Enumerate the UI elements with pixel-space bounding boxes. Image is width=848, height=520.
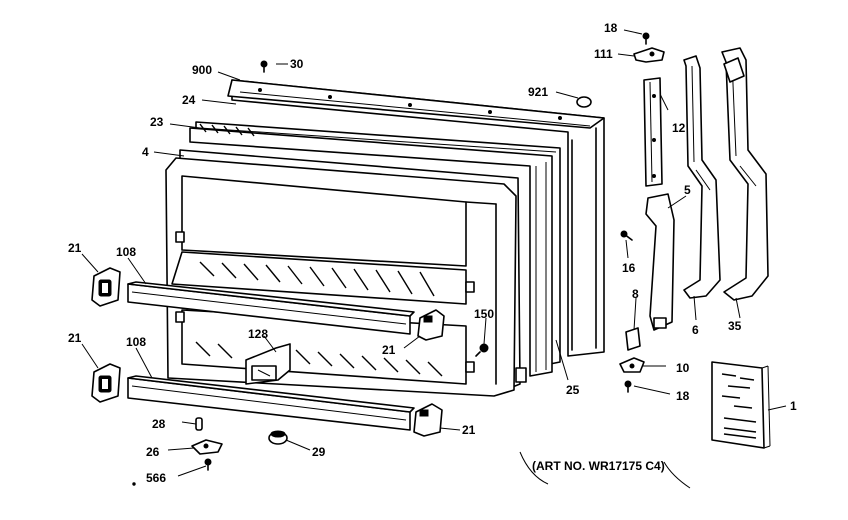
label-18-bottom: 18 [676, 389, 690, 403]
screw-30 [260, 60, 268, 73]
label-566: 566 [146, 471, 166, 485]
leader-lines [81, 29, 787, 489]
label-6: 6 [692, 323, 699, 337]
label-21-center: 21 [382, 343, 396, 357]
strip-12 [643, 77, 663, 187]
label-35: 35 [728, 319, 742, 333]
label-108-upper: 108 [116, 245, 136, 259]
part-labels: 900 30 24 23 4 921 18 111 12 5 16 8 6 35… [68, 21, 797, 485]
bracket-111 [633, 47, 665, 63]
label-28: 28 [152, 417, 166, 431]
bracket-10 [619, 357, 645, 373]
label-18-top: 18 [604, 21, 618, 35]
label-23: 23 [150, 115, 164, 129]
label-10: 10 [676, 361, 690, 375]
shelf-bar-upper [127, 281, 415, 335]
bracket-8 [625, 327, 641, 351]
booklet-1 [711, 361, 771, 449]
end-cap-21c [417, 309, 445, 341]
label-108-lower: 108 [126, 335, 146, 349]
label-30: 30 [290, 57, 304, 71]
label-29: 29 [312, 445, 326, 459]
stray-dot [132, 482, 136, 486]
hinge-5 [645, 193, 675, 331]
label-4: 4 [142, 145, 149, 159]
screw-18-top [642, 32, 650, 45]
label-150: 150 [474, 307, 494, 321]
bracket-26 [191, 439, 223, 455]
shelf-ribs-upper [199, 261, 435, 297]
label-1: 1 [790, 399, 797, 413]
gasket-hatching [199, 123, 255, 137]
label-25: 25 [566, 383, 580, 397]
plug-29 [268, 430, 288, 445]
shelf-bar-lower [127, 375, 415, 431]
shelf-ribs-lower [195, 341, 443, 377]
handle-35 [721, 47, 769, 301]
inner-door-liner [165, 149, 527, 397]
end-cap-21d [413, 403, 443, 437]
booklet-text-lines [721, 373, 757, 439]
label-111: 111 [594, 47, 613, 61]
label-128: 128 [248, 327, 268, 341]
end-cap-21a [91, 267, 121, 307]
end-cap-21b [91, 363, 121, 403]
label-12: 12 [672, 121, 686, 135]
label-26: 26 [146, 445, 160, 459]
label-21-lower-left: 21 [68, 331, 82, 345]
label-5: 5 [684, 183, 691, 197]
screw-18-bottom [624, 380, 632, 393]
label-16: 16 [622, 261, 636, 275]
label-24: 24 [182, 93, 196, 107]
handle-6 [683, 55, 721, 299]
screw-921 [576, 96, 592, 108]
label-921: 921 [528, 85, 548, 99]
screw-16 [620, 230, 633, 241]
label-900: 900 [192, 63, 212, 77]
label-21-upper-left: 21 [68, 241, 82, 255]
door-gasket-frames [189, 121, 561, 377]
pin-28 [195, 417, 203, 431]
screw-566 [204, 458, 212, 471]
dairy-holder-128 [245, 343, 291, 385]
label-8: 8 [632, 287, 639, 301]
label-21-lower-right: 21 [462, 423, 476, 437]
art-number: (ART NO. WR17175 C4) [532, 459, 665, 473]
outer-door-panel [227, 79, 605, 357]
